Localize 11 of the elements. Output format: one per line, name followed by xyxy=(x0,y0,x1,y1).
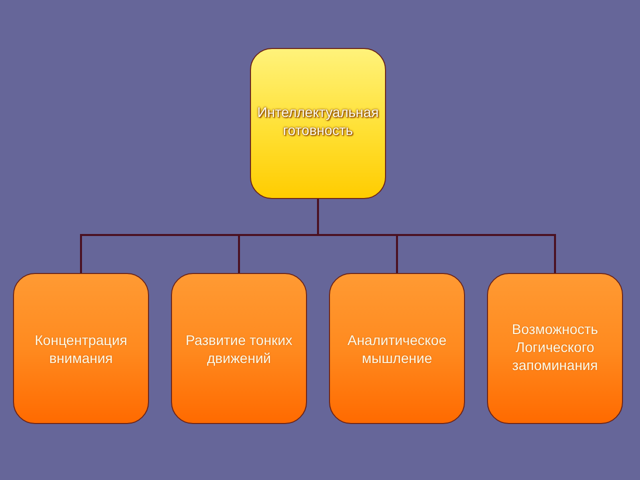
rounded-box xyxy=(329,273,465,424)
rounded-box xyxy=(250,48,386,199)
rounded-box xyxy=(13,273,149,424)
node-label: Интеллектуальная готовность xyxy=(257,102,379,138)
rounded-box xyxy=(171,273,307,424)
node-label: Возможность Логического запоминания xyxy=(510,320,600,374)
node-label: Концентрация внимания xyxy=(34,330,128,366)
rounded-box xyxy=(487,273,623,424)
node-label: Аналитическое мышление xyxy=(346,330,448,366)
node-label: Развитие тонких движений xyxy=(184,330,294,366)
connector-line xyxy=(317,199,556,273)
